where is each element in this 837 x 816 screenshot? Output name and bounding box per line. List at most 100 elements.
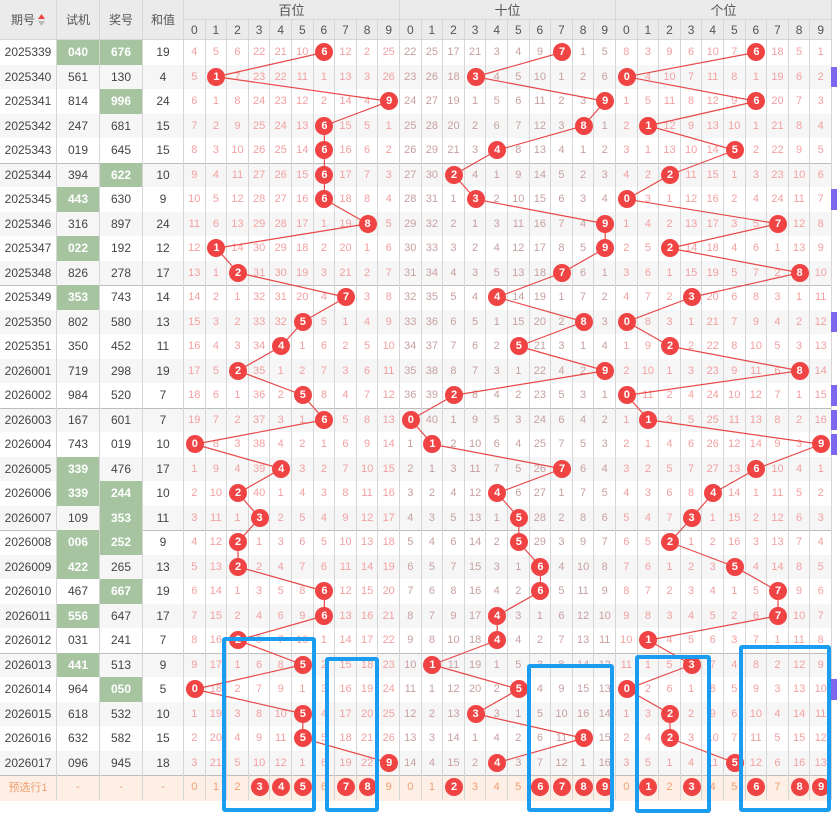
omission-value: 2 <box>357 40 379 65</box>
omission-value: 8 <box>638 309 660 334</box>
predict-selected-ball[interactable]: 9 <box>596 778 615 797</box>
header-digit: 4 <box>486 20 508 40</box>
omission-value: 8 <box>443 358 465 383</box>
predict-cell[interactable] <box>270 775 292 800</box>
selection-box <box>325 657 379 812</box>
predict-issue: 预选行1 <box>0 775 57 800</box>
omission-value: 6 <box>314 554 336 579</box>
omission-value: 13 <box>767 530 789 555</box>
predict-digit[interactable]: 4 <box>486 775 508 800</box>
omission-value: 1 <box>227 505 249 530</box>
predict-digit[interactable]: 2 <box>227 775 249 800</box>
predict-cell[interactable] <box>810 775 832 800</box>
omission-value: 35 <box>422 285 444 310</box>
omission-value: 3 <box>357 285 379 310</box>
predict-digit[interactable]: 1 <box>422 775 444 800</box>
omission-value: 14 <box>681 236 703 261</box>
omission-value: 9 <box>465 407 487 432</box>
cell-trial: 339 <box>57 481 100 506</box>
predict-selected-ball[interactable]: 3 <box>250 778 269 797</box>
predict-cell[interactable] <box>789 775 811 800</box>
header-digit: 5 <box>724 20 746 40</box>
omission-value: 2 <box>227 407 249 432</box>
omission-value: 21 <box>702 309 724 334</box>
predict-selected-ball[interactable]: 6 <box>747 778 766 797</box>
predict-digit[interactable]: 0 <box>184 775 206 800</box>
omission-value: 22 <box>378 628 400 653</box>
omission-value: 5 <box>357 334 379 359</box>
omission-value: 1 <box>443 187 465 212</box>
omission-value: 4 <box>746 187 768 212</box>
omission-value: 7 <box>551 628 573 653</box>
omission-value: 16 <box>378 481 400 506</box>
predict-selected-ball[interactable]: 5 <box>293 778 312 797</box>
predict-selected-ball[interactable]: 7 <box>337 778 355 797</box>
predict-cell[interactable] <box>638 775 660 800</box>
omission-value: 4 <box>724 236 746 261</box>
omission-value: 3 <box>767 285 789 310</box>
predict-cell[interactable] <box>746 775 768 800</box>
predict-cell[interactable] <box>594 775 616 800</box>
selection-box <box>222 637 316 812</box>
omission-value: 6 <box>508 89 530 114</box>
omission-value: 22 <box>702 334 724 359</box>
predict-cell[interactable] <box>443 775 465 800</box>
predict-digit[interactable]: 9 <box>378 775 400 800</box>
predict-digit[interactable]: 5 <box>724 775 746 800</box>
omission-value: 4 <box>486 383 508 408</box>
predict-cell[interactable] <box>681 775 703 800</box>
predict-selected-ball[interactable]: 4 <box>272 778 291 797</box>
predict-selected-ball[interactable]: 2 <box>445 778 463 797</box>
omission-value: 8 <box>616 579 638 604</box>
predict-selected-ball[interactable]: 7 <box>553 778 571 797</box>
predict-digit[interactable]: 6 <box>314 775 336 800</box>
omission-value: 15 <box>573 677 595 702</box>
predict-selected-ball[interactable]: 8 <box>358 778 377 797</box>
predict-cell[interactable] <box>551 775 573 800</box>
omission-value: 8 <box>357 187 379 212</box>
header-issue[interactable]: 期号 <box>0 0 57 40</box>
omission-value: 7 <box>724 40 746 65</box>
omission-value: 31 <box>422 187 444 212</box>
omission-value: 5 <box>314 530 336 555</box>
cell-issue: 2026013 <box>0 652 57 677</box>
predict-digit[interactable]: 2 <box>659 775 681 800</box>
cell-draw: 298 <box>100 358 143 383</box>
cell-trial: 022 <box>57 236 100 261</box>
predict-cell[interactable] <box>530 775 552 800</box>
predict-selected-ball[interactable]: 6 <box>531 778 550 797</box>
omission-value: 38 <box>249 432 271 457</box>
sort-icon[interactable] <box>38 13 45 26</box>
cell-tens <box>551 40 573 65</box>
omission-value: 12 <box>206 530 228 555</box>
predict-selected-ball[interactable]: 8 <box>790 778 809 797</box>
predict-digit[interactable]: 1 <box>206 775 228 800</box>
header-digit: 7 <box>551 20 573 40</box>
omission-value: 1 <box>810 40 832 65</box>
header-digit: 9 <box>378 20 400 40</box>
predict-selected-ball[interactable]: 3 <box>682 778 701 797</box>
predict-digit[interactable]: 4 <box>702 775 724 800</box>
omission-value: 1 <box>270 481 292 506</box>
omission-value: 3 <box>659 603 681 628</box>
predict-cell[interactable] <box>573 775 595 800</box>
omission-value: 8 <box>184 628 206 653</box>
predict-selected-ball[interactable]: 9 <box>812 778 831 797</box>
omission-value: 3 <box>681 579 703 604</box>
omission-value: 6 <box>400 554 422 579</box>
predict-digit[interactable]: 3 <box>465 775 487 800</box>
predict-selected-ball[interactable]: 1 <box>639 778 658 797</box>
omission-value: 4 <box>314 701 336 726</box>
predict-digit[interactable]: 7 <box>767 775 789 800</box>
predict-selected-ball[interactable]: 8 <box>574 778 593 797</box>
predict-cell[interactable] <box>249 775 271 800</box>
omission-value: 4 <box>746 554 768 579</box>
omission-value: 14 <box>508 285 530 310</box>
omission-value: 10 <box>724 113 746 138</box>
predict-digit[interactable]: 0 <box>400 775 422 800</box>
cell-trial: 743 <box>57 432 100 457</box>
predict-cell[interactable] <box>335 775 357 800</box>
omission-value: 15 <box>465 554 487 579</box>
omission-value: 1 <box>551 64 573 89</box>
